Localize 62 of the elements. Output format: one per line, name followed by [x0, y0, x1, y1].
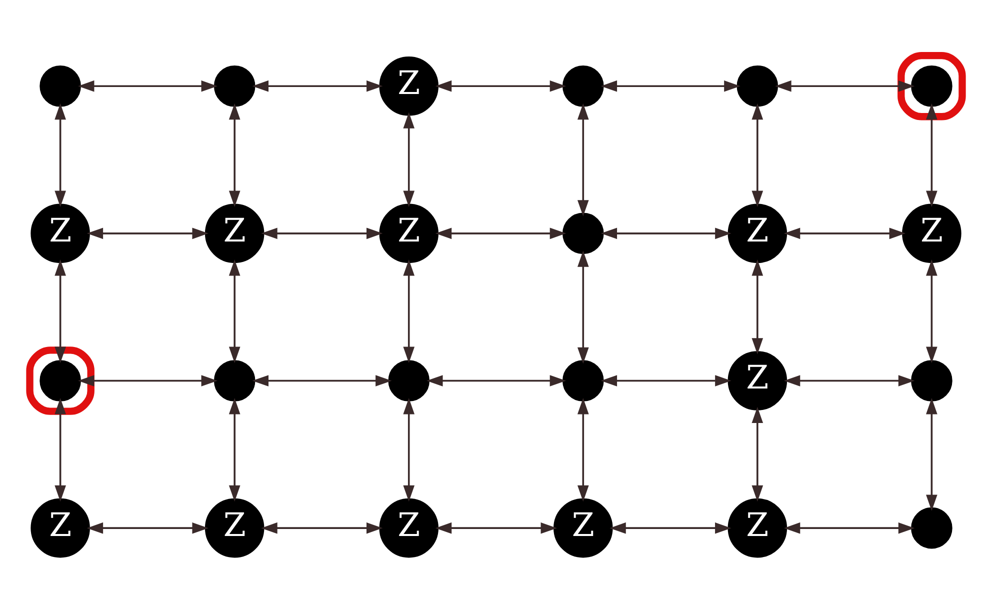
- arrow: [784, 227, 906, 239]
- arrow: [600, 374, 732, 386]
- node-circle: Z: [728, 498, 788, 558]
- arrow: [784, 374, 915, 386]
- node-circle: Z: [379, 56, 438, 116]
- arrow: [435, 227, 566, 239]
- arrow: [86, 522, 208, 534]
- node-circle: [911, 64, 952, 106]
- arrow: [926, 102, 938, 206]
- arrow: [435, 80, 566, 92]
- arrow: [752, 102, 764, 206]
- node-circle: [214, 360, 256, 401]
- arrow: [577, 398, 589, 502]
- arrow: [228, 259, 240, 362]
- arrow: [426, 374, 566, 386]
- arrow: [252, 80, 383, 92]
- node-circle: Z: [379, 203, 438, 263]
- node-circle: Z: [728, 350, 788, 410]
- node-circle: [562, 212, 604, 254]
- arrow: [78, 374, 218, 386]
- node-circle: [40, 360, 81, 401]
- arrow: [577, 250, 589, 364]
- node-circle: [562, 360, 604, 401]
- arrow: [54, 259, 66, 362]
- arrow: [600, 227, 732, 239]
- node-circle: [40, 64, 81, 106]
- arrow: [926, 398, 938, 510]
- arrow: [403, 259, 415, 362]
- arrow: [752, 406, 764, 502]
- arrow: [403, 398, 415, 502]
- arrow: [784, 522, 915, 534]
- node-circle: Z: [554, 498, 613, 558]
- arrow: [252, 374, 392, 386]
- arrow: [926, 259, 938, 362]
- arrow: [86, 227, 208, 239]
- node-circle: Z: [204, 498, 264, 558]
- arrow: [228, 398, 240, 502]
- arrow: [78, 80, 218, 92]
- arrow: [403, 112, 415, 206]
- arrow: [54, 398, 66, 502]
- node-circle: Z: [379, 498, 438, 558]
- arrow: [261, 522, 383, 534]
- node-circle: [736, 64, 778, 106]
- node-circle: Z: [728, 203, 788, 263]
- arrow: [435, 522, 557, 534]
- node-circle: Z: [204, 203, 264, 263]
- arrow: [577, 102, 589, 216]
- arrow: [775, 80, 915, 92]
- node-circle: Z: [902, 203, 962, 263]
- node-circle: Z: [30, 498, 90, 558]
- node-circle: [911, 506, 952, 548]
- node-circle: Z: [30, 203, 90, 263]
- node-circle: [562, 64, 604, 106]
- node-circle: [388, 360, 430, 401]
- arrow: [228, 102, 240, 206]
- arrow: [752, 259, 764, 354]
- arrow: [261, 227, 383, 239]
- arrow: [54, 102, 66, 206]
- arrow: [610, 522, 732, 534]
- node-circle: [214, 64, 256, 106]
- node-circle: [911, 360, 952, 401]
- arrow: [600, 80, 740, 92]
